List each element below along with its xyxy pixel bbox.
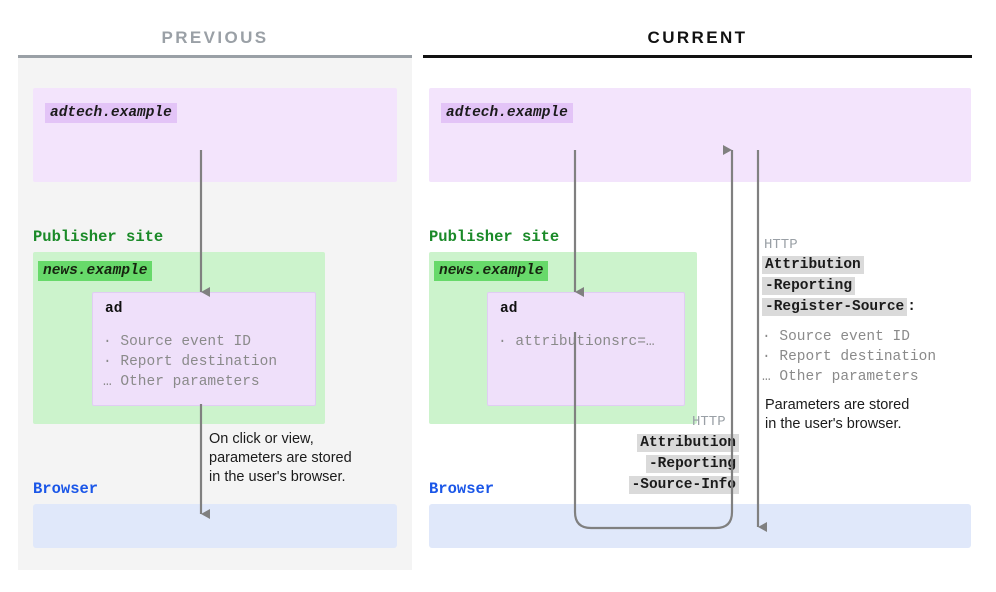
request-header-line-2-text: -Reporting <box>645 455 739 473</box>
response-header-colon: : <box>907 299 916 315</box>
current-browser-label: Browser <box>429 480 495 498</box>
current-browser-region <box>429 504 971 548</box>
previous-adtech-domain-chip: adtech.example <box>45 103 177 123</box>
previous-browser-region <box>33 504 397 548</box>
request-header-line-1: Attribution <box>611 434 739 452</box>
request-header-line-1-text: Attribution <box>637 434 739 452</box>
response-header-line-1-text: Attribution <box>762 256 864 274</box>
current-adtech-domain-chip: adtech.example <box>441 103 573 123</box>
response-header-line-3-text: -Register-Source <box>762 298 908 316</box>
request-header-line-3: -Source-Info <box>611 476 739 494</box>
previous-ad-params: · Source event ID · Report destination …… <box>103 334 278 390</box>
current-publisher-site-label: Publisher site <box>429 228 560 246</box>
previous-ad-title: ad <box>105 301 123 317</box>
current-note: Parameters are stored in the user's brow… <box>765 397 910 432</box>
response-header-line-1: Attribution <box>762 256 864 274</box>
current-publisher-domain-chip: news.example <box>434 261 549 281</box>
response-header-line-2: -Reporting <box>762 277 856 295</box>
request-header-line-3-text: -Source-Info <box>628 476 739 494</box>
current-ad-params: · attributionsrc=… <box>498 334 655 350</box>
current-ad-title: ad <box>500 301 518 317</box>
column-title-current: CURRENT <box>647 28 748 47</box>
response-header-line-3: -Register-Source: <box>762 298 916 316</box>
response-header-line-2-text: -Reporting <box>762 277 856 295</box>
column-rule-previous <box>18 55 412 58</box>
response-http-protocol-label: HTTP <box>764 237 798 253</box>
previous-publisher-domain-chip: news.example <box>38 261 153 281</box>
previous-note: On click or view, parameters are stored … <box>209 431 352 485</box>
current-ad-box <box>487 292 685 406</box>
previous-browser-label: Browser <box>33 480 99 498</box>
previous-publisher-site-label: Publisher site <box>33 228 164 246</box>
request-header-line-2: -Reporting <box>611 455 739 473</box>
request-http-protocol-label: HTTP <box>692 414 726 430</box>
column-title-previous: PREVIOUS <box>161 28 269 47</box>
column-rule-current <box>423 55 972 58</box>
response-header-params: · Source event ID · Report destination …… <box>762 329 937 385</box>
current-request-connector <box>573 145 734 530</box>
